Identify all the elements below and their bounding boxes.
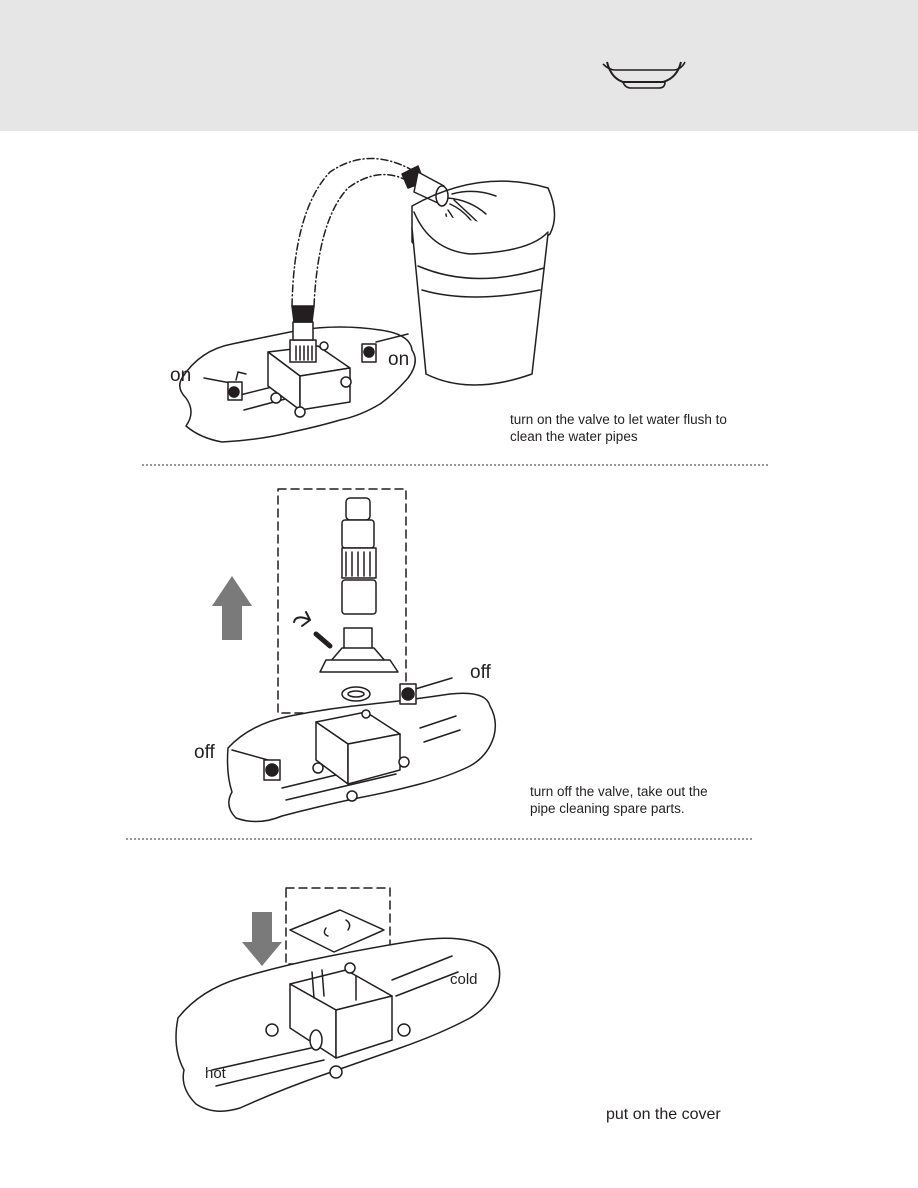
valve-right-step2 bbox=[399, 677, 453, 705]
bucket bbox=[411, 180, 556, 386]
step-divider bbox=[142, 464, 768, 466]
hot-pipe-label: hot bbox=[205, 1065, 226, 1082]
cover-plate bbox=[289, 909, 385, 953]
cold-pipe-label: cold bbox=[450, 971, 478, 988]
flush-nozzle bbox=[289, 305, 317, 363]
cover-frame bbox=[285, 887, 391, 965]
valve-state-label-right: on bbox=[388, 349, 410, 370]
step2-caption: turn off the valve, take out the pipe cl… bbox=[530, 784, 708, 816]
down-arrow-icon bbox=[242, 912, 282, 966]
valve-state-label-left: on bbox=[170, 365, 192, 386]
step-divider bbox=[126, 838, 752, 840]
mixing-box-step2 bbox=[312, 709, 410, 802]
up-arrow-icon bbox=[212, 576, 252, 640]
valve-state-label-right: off bbox=[470, 662, 491, 683]
mixing-box-step3 bbox=[265, 962, 411, 1079]
header-band bbox=[0, 0, 918, 131]
step3-caption: put on the cover bbox=[606, 1106, 721, 1123]
bathtub-icon bbox=[602, 61, 686, 89]
valve-state-label-left: off bbox=[194, 742, 215, 763]
hose-step1 bbox=[291, 157, 413, 307]
valve-right-step1 bbox=[361, 333, 409, 363]
step1-caption: turn on the valve to let water flush to … bbox=[510, 412, 727, 444]
cleaning-spare-parts bbox=[319, 497, 399, 702]
valve-left-step2 bbox=[231, 749, 281, 781]
valve-left-step1 bbox=[203, 371, 247, 401]
